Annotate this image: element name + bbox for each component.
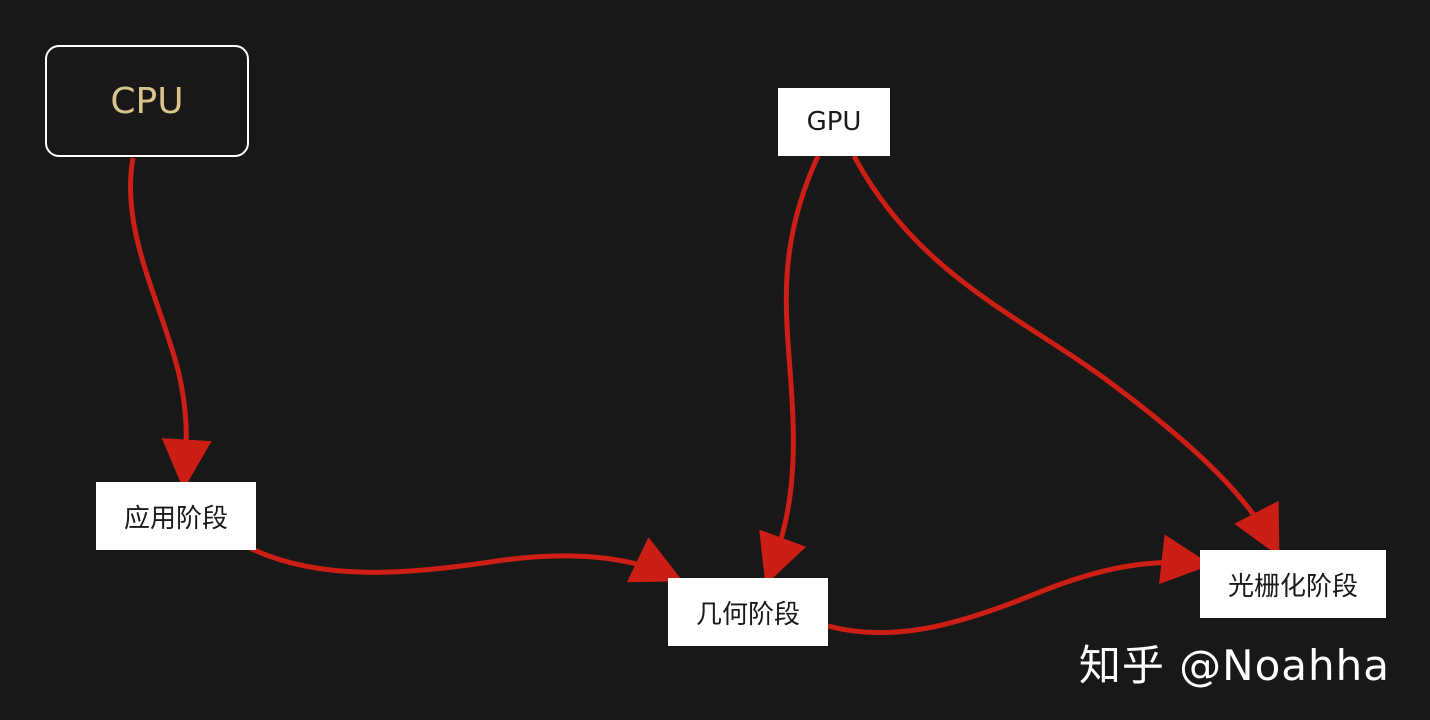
node-geometry-stage-label: 几何阶段 xyxy=(695,599,800,630)
node-gpu: GPU xyxy=(778,88,890,156)
node-rasterization-stage: 光栅化阶段 xyxy=(1200,550,1386,618)
node-cpu: CPU xyxy=(45,45,249,157)
node-application-stage: 应用阶段 xyxy=(96,482,256,550)
edge-cpu-to-application xyxy=(127,157,212,490)
edge-geometry-to-rasterization xyxy=(827,534,1212,636)
watermark: 知乎 @Noahha xyxy=(1078,641,1390,690)
node-cpu-label: CPU xyxy=(110,80,184,122)
edge-gpu-to-rasterization xyxy=(851,154,1280,557)
edge-gpu-to-geometry xyxy=(759,154,821,586)
node-rasterization-stage-label: 光栅化阶段 xyxy=(1227,571,1358,602)
node-application-stage-label: 应用阶段 xyxy=(123,503,228,534)
node-gpu-label: GPU xyxy=(806,107,862,137)
edge-application-to-geometry xyxy=(248,537,683,583)
node-geometry-stage: 几何阶段 xyxy=(668,578,828,646)
